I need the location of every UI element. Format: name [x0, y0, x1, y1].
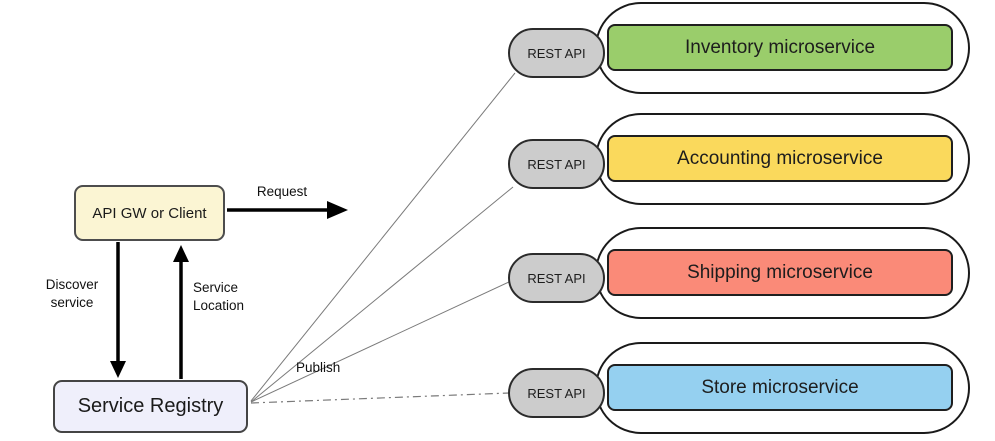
rest-api-pill: REST API: [508, 139, 605, 189]
publish-line-shipping: [250, 280, 512, 403]
service-registry-label: Service Registry: [77, 395, 224, 417]
microservice-row-shipping: Shipping microservice REST API: [508, 227, 970, 319]
rest-api-label: REST API: [527, 385, 586, 401]
api-gateway-node: API GW or Client: [74, 185, 225, 241]
discover-service-label: Discover service: [45, 277, 99, 310]
discover-arrow-head: [110, 361, 126, 378]
publish-label: Publish: [296, 360, 341, 375]
request-arrow-head: [327, 201, 348, 219]
microservice-label: Shipping microservice: [687, 261, 873, 283]
service-registry-node: Service Registry: [53, 380, 248, 433]
microservice-label: Accounting microservice: [677, 147, 883, 169]
publish-line-store: [250, 392, 510, 404]
rest-api-label: REST API: [527, 156, 586, 172]
rest-api-pill: REST API: [508, 28, 605, 78]
location-arrow-head: [173, 245, 189, 262]
rest-api-label: REST API: [527, 45, 586, 61]
microservice-row-accounting: Accounting microservice REST API: [508, 113, 970, 205]
rest-api-pill: REST API: [508, 368, 605, 418]
microservice-box-accounting: Accounting microservice: [607, 135, 953, 182]
publish-line-accounting: [250, 186, 514, 403]
request-label: Request: [256, 184, 308, 199]
api-gateway-label: API GW or Client: [92, 204, 207, 222]
microservice-box-inventory: Inventory microservice: [607, 24, 953, 71]
microservice-box-store: Store microservice: [607, 364, 953, 411]
microservice-row-store: Store microservice REST API: [508, 342, 970, 434]
rest-api-label: REST API: [527, 270, 586, 286]
microservice-row-inventory: Inventory microservice REST API: [508, 2, 970, 94]
publish-line-inventory: [250, 72, 516, 402]
microservice-label: Store microservice: [701, 376, 859, 398]
rest-api-pill: REST API: [508, 253, 605, 303]
service-location-label: Service Location: [193, 280, 245, 313]
microservice-box-shipping: Shipping microservice: [607, 249, 953, 296]
microservice-label: Inventory microservice: [684, 36, 876, 58]
